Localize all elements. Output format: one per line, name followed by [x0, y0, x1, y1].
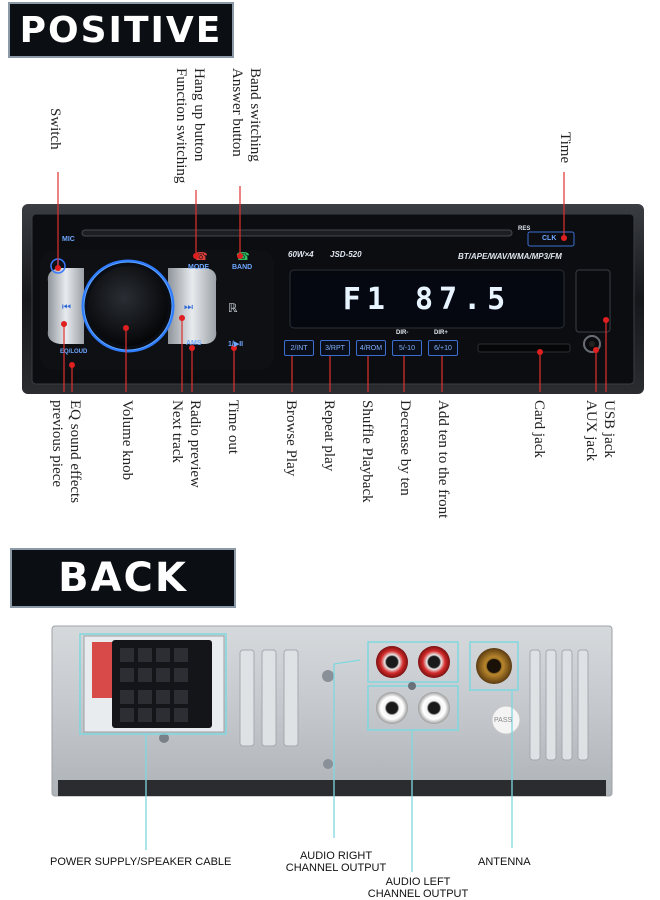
label-time-out: Time out: [225, 400, 241, 455]
dir-plus-label: DIR+: [434, 330, 448, 336]
label-time: Time: [557, 132, 573, 164]
svg-text:ℝ: ℝ: [228, 301, 238, 315]
back-callout-lines: [145, 659, 513, 872]
band-button[interactable]: BAND: [232, 264, 253, 271]
label-previous-piece: previous piece: [49, 400, 65, 488]
label-shuffle-playback: Shuffle Playback: [359, 400, 375, 503]
pass-sticker: PASS: [494, 717, 513, 724]
label-band-switching: Band switching: [247, 68, 263, 162]
label-repeat-play: Repeat play: [321, 400, 337, 472]
svg-text:☎: ☎: [194, 250, 208, 263]
lcd-display: F1 87.5: [296, 276, 558, 322]
label-audio-right-1: AUDIO RIGHT: [299, 850, 373, 862]
eq-loud-button[interactable]: EQ/LOUD: [60, 349, 88, 355]
label-browse-play: Browse Play: [283, 400, 299, 477]
mic-label: MIC: [62, 236, 75, 243]
label-hang-up: Hang up button: [191, 68, 207, 162]
head-unit-back: [51, 625, 613, 797]
label-eq-sound: EQ sound effects: [67, 400, 83, 504]
preset-button-6[interactable]: 6/+10: [428, 340, 458, 356]
formats-label: BT/APE/WAV/WMA/MP3/FM: [458, 252, 562, 261]
preset-button-3[interactable]: 3/RPT: [320, 340, 350, 356]
label-function-switching: Function switching: [173, 68, 189, 184]
res-button[interactable]: RES: [518, 226, 531, 232]
model-label: JSD-520: [330, 250, 362, 259]
label-antenna: ANTENNA: [478, 856, 531, 868]
label-usb-jack: USB jack: [601, 400, 617, 458]
ams-button[interactable]: AMS: [186, 340, 202, 347]
label-audio-right-2: CHANNEL OUTPUT: [285, 862, 387, 874]
display-readout: F1 87.5: [342, 281, 512, 317]
dir-minus-label: DIR-: [396, 330, 409, 336]
label-aux-jack: AUX jack: [583, 400, 599, 462]
positive-banner: POSITIVE: [8, 2, 234, 58]
power-rating: 60W×4: [288, 250, 314, 259]
mode-button[interactable]: MODE: [188, 264, 209, 271]
preset-button-5[interactable]: 5/-10: [392, 340, 422, 356]
svg-text:⏮: ⏮: [62, 302, 71, 313]
preset-button-4[interactable]: 4/ROM: [356, 340, 386, 356]
label-add-ten: Add ten to the front: [435, 400, 451, 519]
label-decrease-by-ten: Decrease by ten: [397, 400, 413, 496]
label-audio-left-1: AUDIO LEFT: [385, 876, 451, 888]
label-next-track: Next track: [169, 400, 185, 463]
svg-text:⏭: ⏭: [184, 302, 193, 313]
label-volume-knob: Volume knob: [119, 400, 135, 481]
label-card-jack: Card jack: [531, 400, 547, 458]
label-radio-preview: Radio preview: [187, 400, 203, 488]
back-banner: BACK: [10, 548, 236, 608]
preset-button-2[interactable]: 2/INT: [284, 340, 314, 356]
clk-button[interactable]: CLK: [542, 235, 557, 242]
label-answer-button: Answer button: [229, 68, 245, 157]
label-switch: Switch: [47, 108, 63, 150]
label-audio-left-2: CHANNEL OUTPUT: [367, 888, 469, 900]
play-pause-button[interactable]: 1/▶II: [228, 341, 244, 348]
label-power-supply: POWER SUPPLY/SPEAKER CABLE: [50, 856, 232, 868]
